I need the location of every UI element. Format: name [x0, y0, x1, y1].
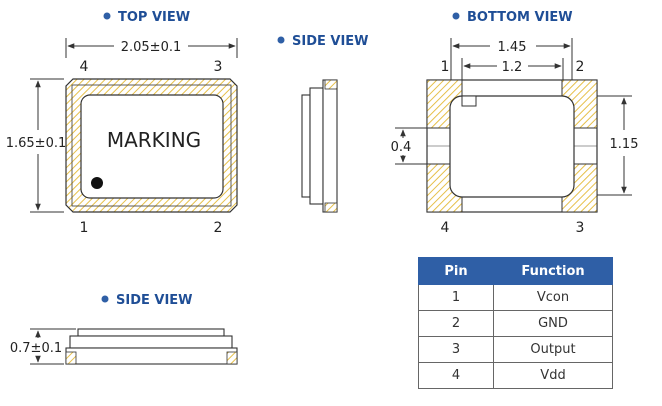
top-view: TOP VIEW 2.05±0.1 1.65±0.1 MARKING 4 3 1… [6, 10, 238, 236]
header-function: Function [493, 257, 613, 285]
side-seam [309, 87, 324, 205]
bottom-pin-label-2: 2 [576, 59, 585, 75]
bullet-icon [101, 295, 109, 303]
pin-label-3: 3 [214, 59, 223, 75]
pad-height-dimension: 1.15 [610, 137, 639, 152]
side-view-horizontal: SIDE VIEW 0.7±0.1 [10, 293, 238, 365]
side-pad-bottom [324, 202, 338, 213]
side-body [65, 347, 238, 365]
bottom-cavity [449, 95, 575, 198]
width-dimension: 2.05±0.1 [121, 40, 182, 55]
side-seam [69, 335, 233, 349]
header-pin: Pin [418, 257, 494, 285]
pin-label-2: 2 [214, 220, 223, 236]
top-view-title: TOP VIEW [118, 10, 190, 25]
side-pad-right [226, 351, 238, 365]
cell-function: Output [493, 336, 613, 363]
bullet-icon [452, 12, 460, 20]
side-view-bottom-title: SIDE VIEW [116, 293, 193, 308]
cell-function: Vdd [493, 362, 613, 389]
cell-pin: 1 [418, 284, 494, 311]
bullet-icon [103, 12, 111, 20]
seam-ring [71, 84, 232, 207]
outer-width-dimension: 1.45 [498, 40, 527, 55]
cell-pin: 4 [418, 362, 494, 389]
table-row: 1 Vcon [418, 284, 613, 311]
lid [80, 94, 224, 199]
pin-label-4: 4 [80, 59, 89, 75]
pin1-dot [91, 177, 103, 189]
side-view-vertical: SIDE VIEW [277, 34, 369, 213]
table-row: 2 GND [418, 310, 613, 337]
cell-pin: 3 [418, 336, 494, 363]
side-view-title: SIDE VIEW [292, 34, 369, 49]
marking-text: MARKING [107, 128, 201, 152]
side-pad-left [65, 351, 77, 365]
inner-width-dimension: 1.2 [502, 60, 523, 75]
side-lid [77, 328, 225, 337]
cell-function: GND [493, 310, 613, 337]
bottom-view: BOTTOM VIEW 1.45 1.2 0.4 1.15 [391, 10, 639, 236]
thickness-dimension: 0.7±0.1 [10, 341, 62, 356]
pin-function-table: Pin Function 1 Vcon 2 GND 3 Output 4 Vdd [418, 257, 613, 389]
bottom-pin-label-3: 3 [576, 220, 585, 236]
height-dimension: 1.65±0.1 [6, 136, 67, 151]
cell-function: Vcon [493, 284, 613, 311]
table-row: 3 Output [418, 336, 613, 363]
cell-pin: 2 [418, 310, 494, 337]
bottom-pin-label-4: 4 [441, 220, 450, 236]
pin1-notch [461, 95, 477, 107]
pin-label-1: 1 [80, 220, 89, 236]
bottom-pin-label-1: 1 [441, 59, 450, 75]
bullet-icon [277, 36, 285, 44]
side-lid [301, 94, 311, 198]
bottom-view-title: BOTTOM VIEW [467, 10, 573, 25]
table-header-row: Pin Function [418, 257, 613, 285]
side-pad-top [324, 79, 338, 90]
pad-gap-dimension: 0.4 [391, 140, 412, 155]
table-row: 4 Vdd [418, 362, 613, 389]
side-body [322, 79, 338, 213]
